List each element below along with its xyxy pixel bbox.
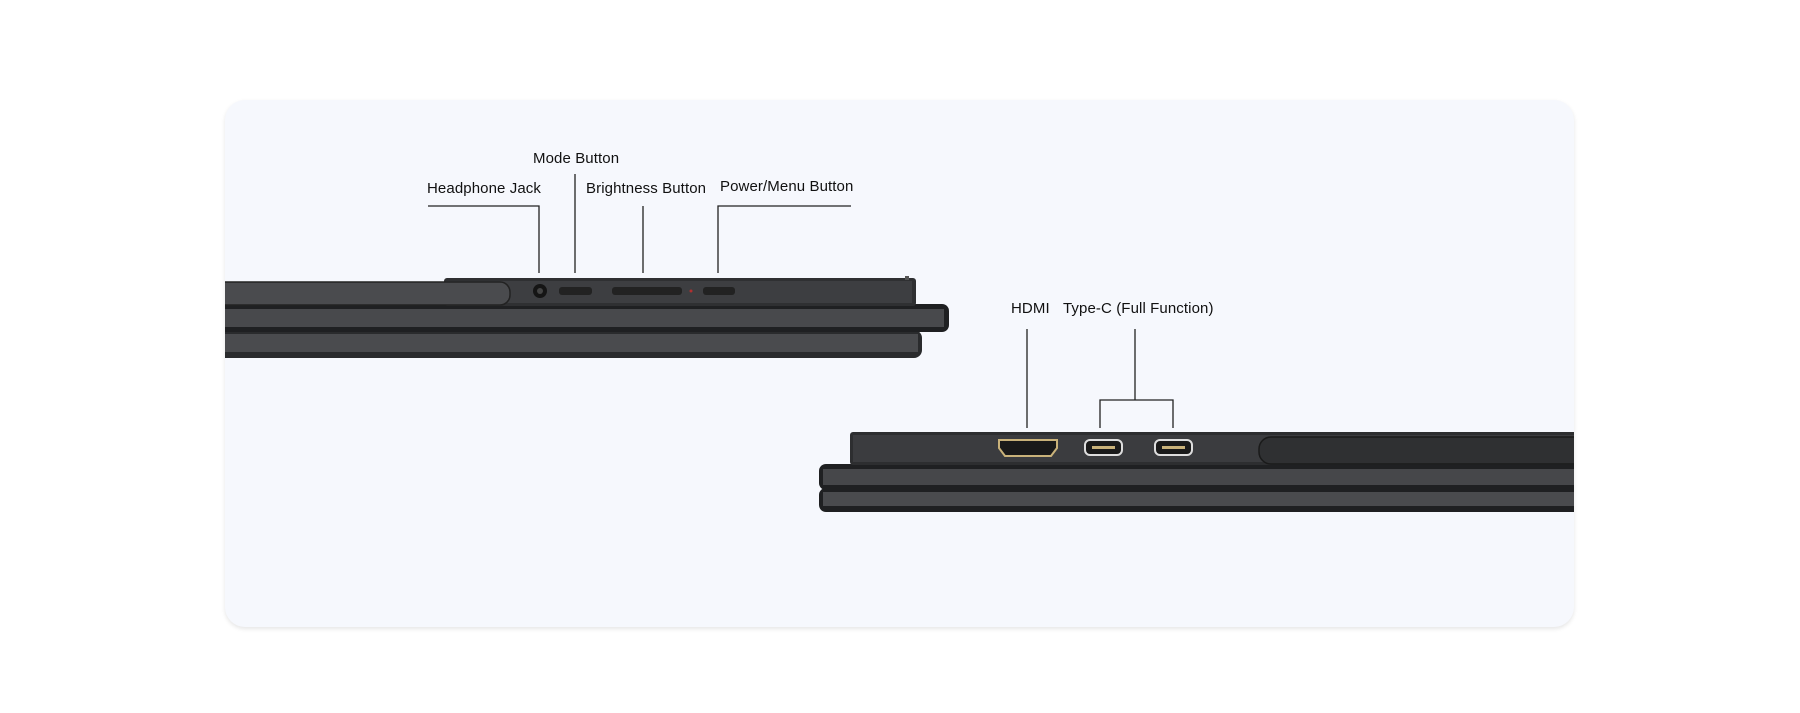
hdmi-label: HDMI [1011, 300, 1050, 317]
callout-lines [428, 174, 1174, 428]
monitor-bottom-edge-view [819, 432, 1574, 512]
brightness-button-label: Brightness Button [586, 180, 707, 197]
headphone-jack-label: Headphone Jack [427, 180, 541, 197]
mode-button-label: Mode Button [533, 150, 620, 167]
power-button-hw [703, 287, 735, 295]
mode-button-hw [559, 287, 592, 295]
monitor-top-edge-view [225, 276, 949, 358]
type-c-label: Type-C (Full Function) [1063, 300, 1214, 317]
hdmi-port [998, 439, 1058, 457]
product-diagram-card [225, 100, 1574, 627]
brightness-button-hw [612, 287, 682, 295]
power-menu-button-label: Power/Menu Button [720, 178, 854, 195]
